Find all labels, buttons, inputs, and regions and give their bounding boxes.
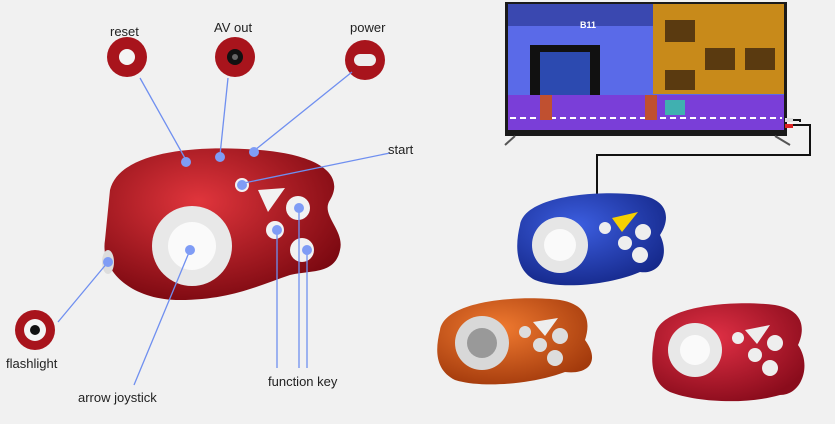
label-start: start: [388, 142, 414, 157]
start-triangle: [258, 188, 285, 212]
tv-stage-text: B11: [580, 20, 596, 30]
label-av-out: AV out: [214, 20, 253, 35]
blue-controller: [517, 193, 666, 286]
label-arrow-joystick: arrow joystick: [78, 390, 157, 405]
callout-lines: [57, 71, 391, 386]
av-out-detail: [215, 37, 255, 77]
power-detail: [345, 40, 385, 80]
reset-detail: [107, 37, 147, 77]
flashlight-detail: [15, 310, 55, 350]
label-flashlight: flashlight: [6, 356, 58, 371]
label-reset: reset: [110, 24, 139, 39]
crimson-controller: [652, 303, 805, 402]
orange-controller: [437, 298, 593, 385]
tv: [504, 2, 791, 146]
label-function-key: function key: [268, 374, 338, 389]
label-power: power: [350, 20, 386, 35]
